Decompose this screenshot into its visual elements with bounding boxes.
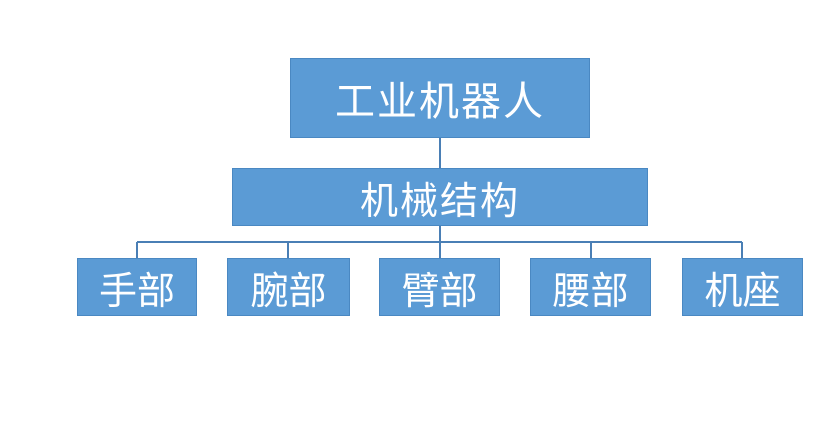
leaf-node-label: 机座 bbox=[704, 268, 781, 313]
middle-node: 机械结构 bbox=[232, 168, 648, 226]
leaf-node-label: 腰部 bbox=[552, 268, 629, 313]
leaf-node-base: 机座 bbox=[682, 258, 803, 316]
leaf-node-hand: 手部 bbox=[77, 258, 197, 316]
leaf-node-label: 臂部 bbox=[401, 268, 478, 313]
leaf-node-arm: 臂部 bbox=[379, 258, 500, 316]
leaf-node-wrist: 腕部 bbox=[227, 258, 350, 316]
root-node-label: 工业机器人 bbox=[335, 79, 545, 125]
middle-node-label: 机械结构 bbox=[359, 178, 520, 223]
leaf-node-waist: 腰部 bbox=[530, 258, 651, 316]
root-node: 工业机器人 bbox=[290, 58, 590, 138]
leaf-node-label: 腕部 bbox=[250, 268, 327, 313]
leaf-node-label: 手部 bbox=[98, 268, 175, 313]
